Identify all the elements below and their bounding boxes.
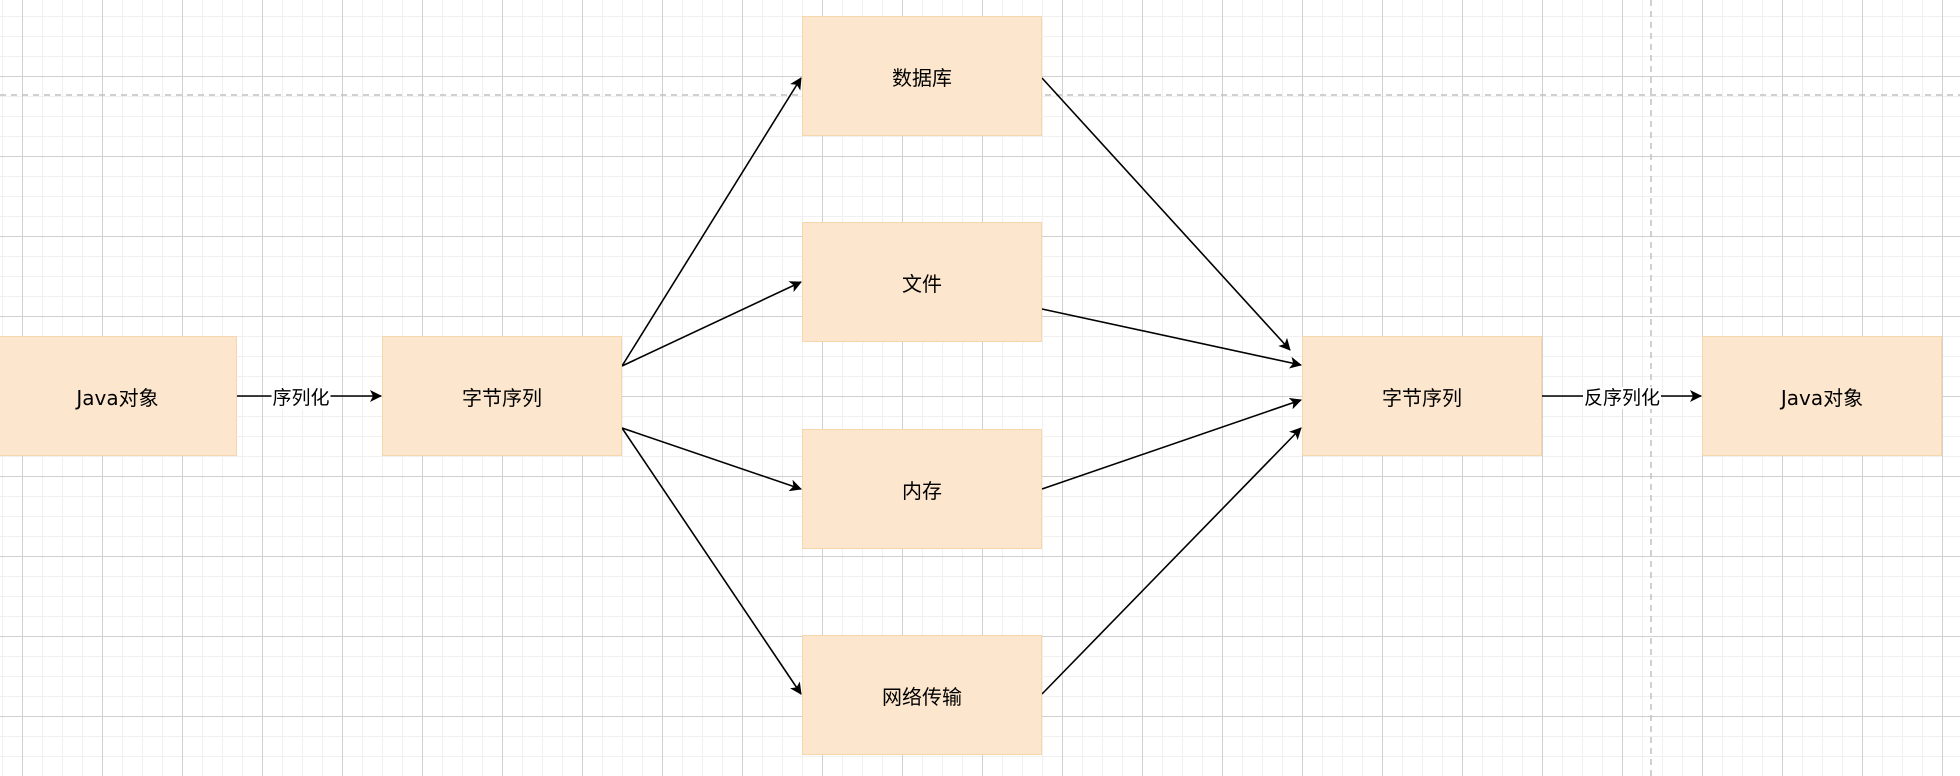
- node-network-transfer[interactable]: 网络传输: [802, 635, 1042, 755]
- node-byte-sequence-left[interactable]: 字节序列: [382, 336, 622, 456]
- node-label: 字节序列: [1382, 385, 1462, 410]
- edge-label-serialize: 序列化: [271, 387, 331, 409]
- node-label: Java对象: [76, 385, 159, 410]
- node-java-object-left[interactable]: Java对象: [0, 336, 237, 456]
- edge-bytes-to-database[interactable]: [621, 77, 802, 367]
- edge-memory-to-bytes[interactable]: [1041, 397, 1302, 490]
- node-label: 文件: [902, 271, 942, 296]
- edge-bytes-to-network[interactable]: [621, 427, 802, 695]
- node-label: 字节序列: [462, 385, 542, 410]
- node-database[interactable]: 数据库: [802, 16, 1042, 136]
- node-java-object-right[interactable]: Java对象: [1702, 336, 1942, 456]
- node-label: Java对象: [1780, 385, 1864, 410]
- node-label: 网络传输: [882, 684, 962, 709]
- edge-label-deserialize: 反序列化: [1582, 387, 1662, 409]
- node-label: 内存: [902, 478, 942, 503]
- edge-bytes-to-file[interactable]: [621, 281, 802, 367]
- node-label: 数据库: [892, 65, 952, 90]
- edge-file-to-bytes[interactable]: [1041, 308, 1302, 369]
- node-file[interactable]: 文件: [802, 222, 1042, 342]
- edge-bytes-to-memory[interactable]: [621, 427, 802, 492]
- node-memory[interactable]: 内存: [802, 429, 1042, 549]
- node-byte-sequence-right[interactable]: 字节序列: [1302, 336, 1542, 456]
- edge-network-to-bytes[interactable]: [1041, 427, 1302, 695]
- edge-database-to-bytes[interactable]: [1041, 77, 1291, 351]
